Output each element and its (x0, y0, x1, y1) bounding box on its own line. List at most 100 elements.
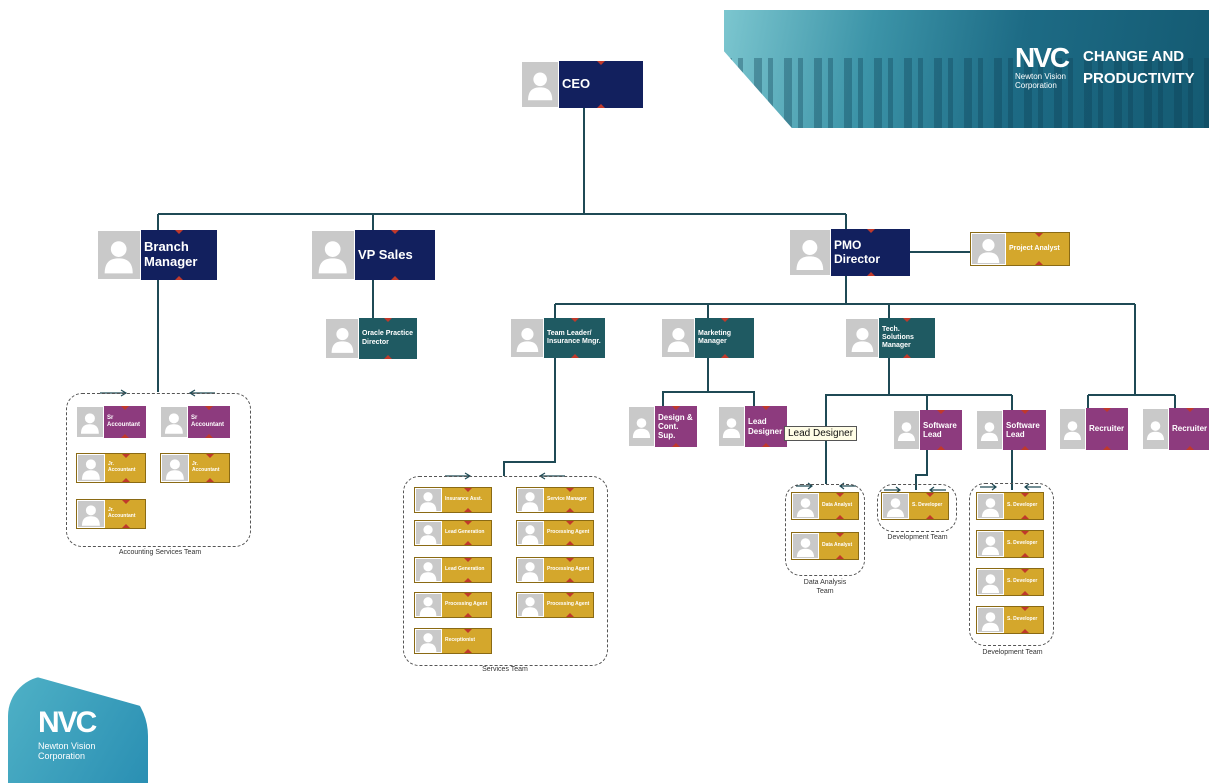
header-banner (724, 10, 1209, 128)
card-title-line: Marketing (698, 329, 732, 337)
card-jr-accountant-3[interactable]: Jr. Accountant (76, 499, 146, 529)
banner-logo-mark: NVC (1015, 42, 1070, 73)
card-processing-agent-1[interactable]: Processing Agent (414, 592, 492, 618)
team-box-development-1 (877, 484, 957, 532)
person-icon (981, 611, 1000, 632)
marker-bottom (835, 555, 844, 559)
person-icon (796, 537, 815, 558)
photo-placeholder (1059, 408, 1086, 450)
card-title-line: Director (362, 338, 389, 346)
card-recruiter-1[interactable]: Recruiter (1059, 408, 1128, 450)
marker-top (1020, 531, 1029, 535)
card-title-line: Processing Agent (547, 566, 590, 573)
marker-top (597, 61, 605, 65)
card-s-developer-5[interactable]: S. Developer (976, 606, 1044, 634)
card-ceo[interactable]: CEO (521, 61, 643, 108)
marker-bottom (866, 272, 875, 276)
card-receptionist[interactable]: Receptionist (414, 628, 492, 654)
person-icon (1146, 420, 1165, 441)
card-jr-accountant-1[interactable]: Jr. Accountant (76, 453, 146, 483)
card-team-leader[interactable]: Team Leader/Insurance Mngr. (510, 318, 605, 358)
person-icon (851, 327, 873, 353)
card-s-developer-2[interactable]: S. Developer (976, 492, 1044, 520)
person-icon (81, 413, 99, 434)
person-icon (667, 327, 689, 353)
marker-top (384, 318, 392, 322)
photo-placeholder (628, 406, 655, 447)
marker-bottom (1020, 446, 1029, 450)
card-design[interactable]: Design &Cont. Sup. (628, 406, 697, 447)
team-box-accounting (66, 393, 251, 547)
card-title-line: Sr (191, 415, 198, 422)
marker-top (565, 488, 574, 492)
person-icon (420, 597, 437, 617)
card-s-developer-1[interactable]: S. Developer (881, 492, 949, 520)
marker-bottom (1020, 629, 1029, 633)
card-recruiter-2[interactable]: Recruiter (1142, 408, 1209, 450)
photo-placeholder (661, 318, 695, 358)
card-processing-agent-2[interactable]: Processing Agent (516, 520, 594, 546)
card-title: Team Leader/Insurance Mngr. (544, 330, 605, 346)
photo-placeholder (521, 61, 559, 108)
card-project-analyst[interactable]: Project Analyst (970, 232, 1070, 266)
card-jr-accountant-2[interactable]: Jr. Accountant (160, 453, 230, 483)
card-service-manager[interactable]: Service Manager (516, 487, 594, 513)
marker-bottom (384, 355, 392, 359)
card-title-line: Design & (658, 412, 693, 422)
person-icon (331, 328, 353, 353)
card-title-line: S. Developer (1007, 578, 1038, 585)
photo-placeholder (517, 593, 544, 617)
card-title: Processing Agent (544, 601, 593, 608)
marker-bottom (570, 354, 579, 358)
marker-top (206, 454, 214, 458)
marker-bottom (121, 434, 129, 438)
card-title-line: Manager (144, 254, 198, 269)
marker-top (835, 493, 844, 497)
photo-placeholder (517, 521, 544, 545)
card-pmo-director[interactable]: PMO Director (789, 229, 910, 276)
card-s-developer-3[interactable]: S. Developer (976, 530, 1044, 558)
card-processing-agent-4[interactable]: Processing Agent (516, 592, 594, 618)
card-s-developer-4[interactable]: S. Developer (976, 568, 1044, 596)
card-title-line: Accountant (191, 422, 224, 428)
person-icon (522, 525, 539, 545)
card-title: Jr. Accountant (189, 461, 229, 474)
card-title: Processing Agent (544, 566, 593, 573)
card-title: Service Manager (544, 496, 593, 503)
connector-teamleader (503, 358, 556, 476)
card-title: Receptionist (442, 637, 491, 644)
marker-bottom (1103, 446, 1111, 450)
card-title: Project Analyst (1006, 245, 1069, 253)
marker-bottom (1020, 591, 1029, 595)
card-vp-sales[interactable]: VP Sales (311, 230, 435, 280)
photo-placeholder (882, 493, 909, 519)
marker-top (720, 318, 729, 322)
card-insurance-asst[interactable]: Insurance Asst. (414, 487, 492, 513)
person-icon (722, 418, 741, 438)
team-label-development-2: Development Team (982, 649, 1043, 656)
card-lead-generation-2[interactable]: Lead Generation (414, 557, 492, 583)
card-data-analyst-1[interactable]: Data Analyst (791, 492, 859, 520)
team-box-development-2 (969, 483, 1054, 646)
card-lead-generation-1[interactable]: Lead Generation (414, 520, 492, 546)
card-title-line: Manager (698, 338, 727, 345)
marker-bottom (835, 515, 844, 519)
card-data-analyst-2[interactable]: Data Analyst (791, 532, 859, 560)
person-icon (522, 597, 539, 617)
card-title-line: Lead (1006, 430, 1025, 439)
photo-placeholder (1142, 408, 1169, 450)
card-processing-agent-3[interactable]: Processing Agent (516, 557, 594, 583)
